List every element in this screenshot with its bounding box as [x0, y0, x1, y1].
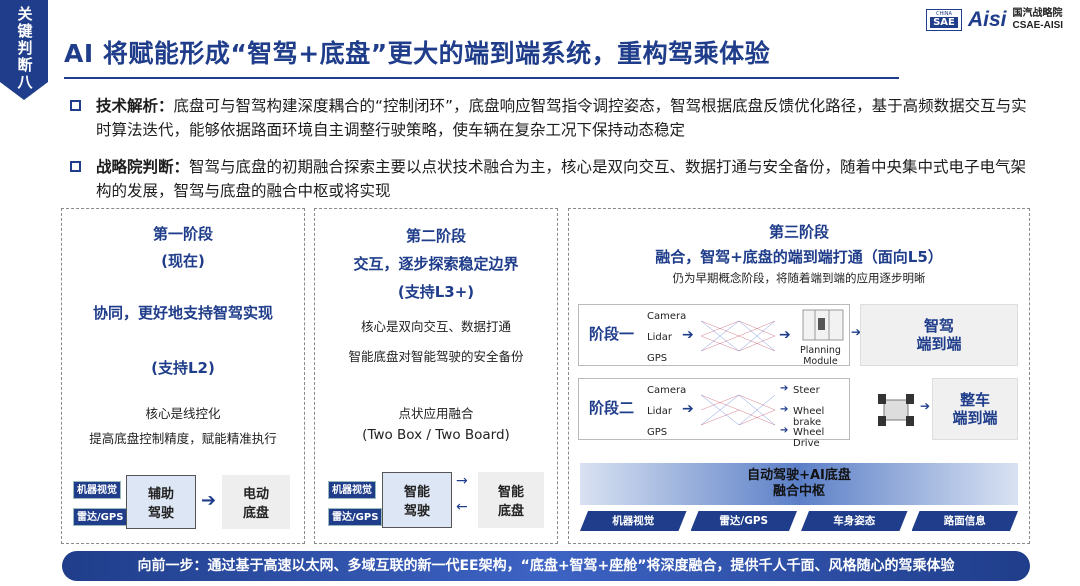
- box-line: 驾驶: [403, 504, 430, 519]
- outbox-line: 端到端: [916, 335, 962, 353]
- outbox-line: 端到端: [952, 409, 998, 427]
- chip-radar: 雷达/GPS: [73, 508, 128, 526]
- chip-radar: 雷达/GPS: [328, 508, 383, 526]
- row-label: 阶段一: [589, 325, 635, 343]
- tag-road-info: 路面信息: [912, 511, 1019, 531]
- assist-drive-box: 辅助驾驶: [126, 475, 196, 529]
- outbox-line: 整车: [959, 391, 990, 409]
- bullet-label: 技术解析：: [96, 97, 174, 115]
- smart-chassis-box: 智能底盘: [478, 472, 544, 528]
- phase2-line3: 点状应用融合: [398, 406, 474, 421]
- arrow-right-icon: ➔: [779, 327, 791, 343]
- phase3-headline: 融合，智驾+底盘的端到端打通（面向L5）: [655, 248, 943, 266]
- input-gps: GPS: [647, 353, 668, 364]
- bullet-square-icon: [70, 100, 81, 111]
- bullet-label: 战略院判断：: [96, 158, 190, 176]
- phase1-headline: 协同，更好地支持智驾实现: [92, 304, 273, 322]
- box-line: 辅助: [147, 487, 174, 502]
- sae-logo: CHINA SAE: [926, 9, 962, 31]
- box-line: 底盘: [497, 504, 524, 519]
- phase2-support: (支持L3+): [397, 283, 475, 301]
- box-line: 智能: [497, 485, 524, 500]
- bullet-square-icon: [70, 161, 81, 172]
- input-lidar: Lidar: [647, 406, 672, 417]
- logo: CHINA SAE Aisi 国汽战略院 CSAE-AISI: [926, 8, 1063, 32]
- module-line: Module: [803, 356, 838, 367]
- phase3-title: 第三阶段: [768, 223, 829, 241]
- phase1-line2: 提高底盘控制精度，赋能精准执行: [89, 431, 277, 446]
- e2e-vehicle-box: 整车端到端: [932, 378, 1018, 440]
- arrow-right-icon: ➔: [920, 399, 931, 413]
- tag-body-pose: 车身姿态: [801, 511, 908, 531]
- section-tag: 关键判断八: [0, 0, 48, 100]
- page-title: AI 将赋能形成“智驾+底盘”更大的端到端系统，重构驾乘体验: [64, 39, 771, 68]
- tag-radar: 雷达/GPS: [691, 511, 798, 531]
- logo-china: CHINA: [936, 11, 952, 17]
- logo-cn-name: 国汽战略院: [1012, 8, 1063, 19]
- section-tag-text: 关键判断八: [15, 6, 34, 91]
- phase1-title: 第一阶段: [152, 225, 213, 243]
- arrow-right-icon: ➔: [851, 325, 862, 339]
- output-brake: Wheel brake: [793, 406, 825, 428]
- input-camera: Camera: [647, 311, 687, 322]
- phase3-row2: 阶段二 Camera Lidar GPS ➔ ➔ ➔ ➔ Steer Wheel…: [578, 378, 850, 449]
- logo-en-name: CSAE-AISI: [1012, 20, 1064, 31]
- arrow-right-icon: ➔: [780, 425, 789, 436]
- tag-vision: 机器视觉: [580, 511, 687, 531]
- output-steer: Steer: [793, 385, 820, 396]
- phase1-support: (支持L2): [151, 359, 215, 377]
- input-camera: Camera: [647, 385, 687, 396]
- box-line: 电动: [242, 487, 269, 502]
- module-line: Planning: [800, 345, 841, 356]
- phase2-line4: (Two Box / Two Board): [362, 427, 510, 443]
- phase3-note: 仍为早期概念阶段，将随着端到端的应用逐步明晰: [672, 271, 926, 285]
- arrow-left-icon: ←: [456, 499, 468, 515]
- phase2-line2: 智能底盘对智能驾驶的安全备份: [348, 349, 524, 364]
- fusion-tags: 机器视觉 雷达/GPS 车身姿态 路面信息: [580, 511, 1018, 531]
- arrow-right-icon: ➔: [682, 401, 694, 417]
- neural-net-icon: [700, 320, 776, 352]
- electric-chassis-box: 电动底盘: [222, 475, 290, 529]
- input-lidar: Lidar: [647, 332, 672, 343]
- chassis-icon: [878, 394, 914, 426]
- neural-net-icon: [700, 394, 776, 426]
- title-divider: [64, 77, 899, 79]
- outbox-line: 智驾: [923, 317, 954, 335]
- phase2-headline: 交互，逐步探索稳定边界: [353, 255, 519, 273]
- arrow-right-icon: ➔: [682, 327, 694, 343]
- bullet-text: 底盘可与智驾构建深度耦合的“控制闭环”，底盘响应智驾指令调控姿态，智驾根据底盘反…: [96, 97, 1027, 139]
- arrow-right-icon: →: [456, 473, 468, 489]
- arrow-right-icon: ➔: [201, 490, 217, 511]
- logo-sae: SAE: [930, 17, 958, 28]
- bullet-strategy: 战略院判断：智驾与底盘的初期融合探索主要以点状技术融合为主，核心是双向交互、数据…: [70, 155, 1030, 203]
- box-line: 智能: [403, 485, 430, 500]
- output-drive: Wheel Drive: [793, 427, 825, 449]
- fusion-line: 融合中枢: [772, 484, 825, 499]
- phase2-title: 第二阶段: [405, 227, 466, 245]
- box-line: 驾驶: [147, 506, 174, 521]
- logo-aisi: Aisi: [968, 8, 1007, 31]
- chip-vision: 机器视觉: [73, 481, 121, 499]
- fusion-hub: 自动驾驶+AI底盘 融合中枢: [580, 463, 1018, 505]
- arrow-right-icon: ➔: [780, 404, 789, 415]
- input-gps: GPS: [647, 427, 668, 438]
- phase1-sub: (现在): [161, 252, 205, 270]
- row-label: 阶段二: [589, 399, 635, 417]
- chip-vision: 机器视觉: [328, 481, 376, 499]
- phase2-line1: 核心是双向交互、数据打通: [360, 319, 511, 334]
- road-map-icon: [802, 309, 844, 341]
- fusion-line: 自动驾驶+AI底盘: [747, 468, 851, 483]
- phase1-line1: 核心是线控化: [145, 406, 221, 421]
- e2e-drive-box: 智驾端到端: [860, 304, 1018, 366]
- bullet-text: 智驾与底盘的初期融合探索主要以点状技术融合为主，核心是双向交互、数据打通与安全备…: [96, 158, 1027, 200]
- box-line: 底盘: [242, 506, 269, 521]
- arrow-right-icon: ➔: [780, 383, 789, 394]
- bullet-tech: 技术解析：底盘可与智驾构建深度耦合的“控制闭环”，底盘响应智驾指令调控姿态，智驾…: [70, 94, 1030, 142]
- footer-banner: 向前一步：通过基于高速以太网、多域互联的新一代EE架构，“底盘+智驾+座舱”将深…: [62, 551, 1030, 581]
- smart-drive-box: 智能驾驶: [382, 472, 452, 528]
